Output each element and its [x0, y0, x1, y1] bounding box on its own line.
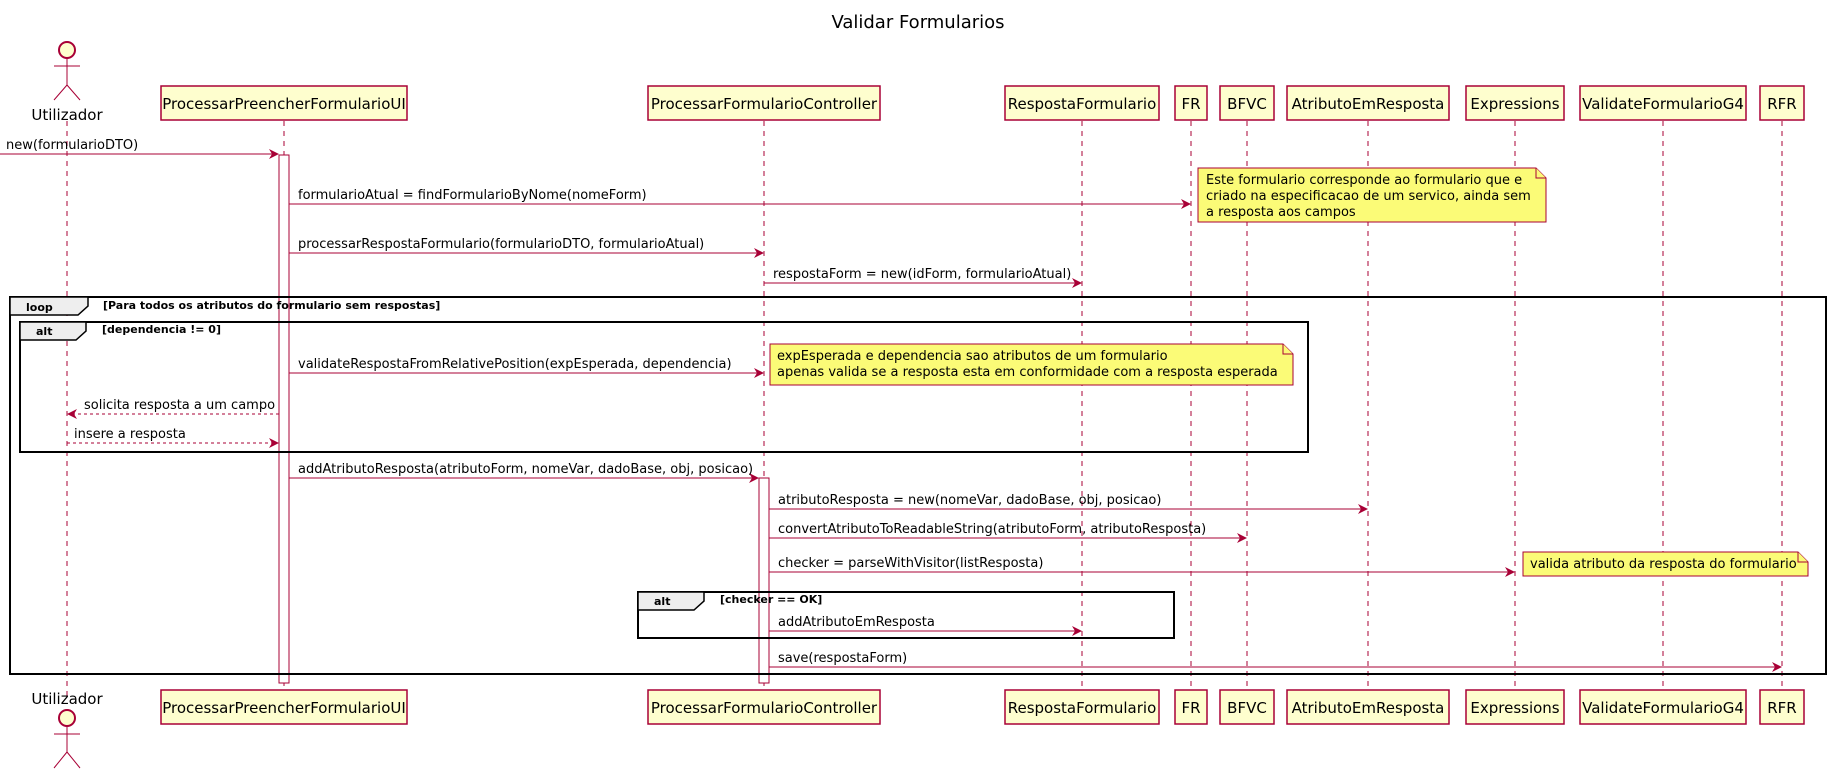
- message-validate-relative: validateRespostaFromRelativePosition(exp…: [298, 357, 732, 372]
- fragment-loop: loop [Para todos os atributos do formula…: [9, 296, 1827, 675]
- participant-box: [1004, 689, 1160, 725]
- actor-utilizador-bottom-label: Utilizador: [31, 690, 103, 708]
- participant-box: [647, 689, 881, 725]
- participant-fr-bottom: FR: [1181, 699, 1200, 717]
- participant-validateformulariog4-top: ValidateFormularioG4: [1582, 95, 1744, 113]
- participants-top: ProcessarPreencherFormularioUI Processar…: [160, 85, 1805, 121]
- activation-ui: [278, 154, 290, 684]
- participant-box: [1004, 85, 1160, 121]
- participant-controller-top: ProcessarFormularioController: [651, 95, 878, 113]
- message-solicita-resposta: solicita resposta a um campo: [84, 398, 275, 413]
- messages: new(formularioDTO) formularioAtual = fin…: [0, 138, 1782, 672]
- message-find-formulario: formularioAtual = findFormularioByNome(n…: [298, 188, 647, 203]
- participant-validateformulariog4-bottom: ValidateFormularioG4: [1582, 699, 1744, 717]
- participant-expressions-top: Expressions: [1470, 95, 1559, 113]
- note-formulario-line-2: criado na especificacao de um servico, a…: [1206, 189, 1531, 204]
- participant-respostaformulario-top: RespostaFormulario: [1008, 95, 1157, 113]
- fragment-alt-checker: alt [checker == OK]: [637, 591, 1175, 639]
- participant-rfr-top: RFR: [1767, 95, 1796, 113]
- note-valida-atributo-line-1: valida atributo da resposta do formulari…: [1530, 557, 1797, 572]
- message-insere-resposta: insere a resposta: [74, 427, 186, 442]
- note-expesperada: expEsperada e dependencia sao atributos …: [769, 343, 1294, 386]
- message-processar-resposta: processarRespostaFormulario(formularioDT…: [298, 237, 704, 252]
- participant-fr-top: FR: [1181, 95, 1200, 113]
- fragment-loop-kind: loop: [26, 301, 53, 314]
- participant-box: [1759, 85, 1805, 121]
- fragment-alt-checker-guard: [checker == OK]: [720, 593, 822, 606]
- participant-atributoemresposta-top: AtributoEmResposta: [1292, 95, 1445, 113]
- message-convert-atributo: convertAtributoToReadableString(atributo…: [778, 522, 1206, 537]
- note-expesperada-line-1: expEsperada e dependencia sao atributos …: [777, 349, 1168, 364]
- message-add-atributo-em-resposta: addAtributoEmResposta: [778, 615, 935, 630]
- note-valida-atributo: valida atributo da resposta do formulari…: [1522, 551, 1809, 577]
- participant-expressions-bottom: Expressions: [1470, 699, 1559, 717]
- participant-bfvc-top: BFVC: [1227, 95, 1267, 113]
- note-formulario-line-3: a resposta aos campos: [1206, 205, 1356, 220]
- participant-rfr-bottom: RFR: [1767, 699, 1796, 717]
- participant-box: [1174, 85, 1208, 121]
- fragment-alt-dependencia: alt [dependencia != 0]: [19, 321, 1309, 453]
- participant-box: [1465, 85, 1565, 121]
- message-new-respostaform: respostaForm = new(idForm, formularioAtu…: [773, 267, 1071, 282]
- participant-box: [647, 85, 881, 121]
- actor-stick-figure-icon: [53, 709, 81, 769]
- activation-controller: [758, 477, 770, 684]
- participant-box: [1759, 689, 1805, 725]
- participant-box: [1219, 689, 1275, 725]
- message-new-formulariodto: new(formularioDTO): [6, 138, 138, 153]
- note-formulario-line-1: Este formulario corresponde ao formulari…: [1206, 173, 1522, 188]
- message-parse-with-visitor: checker = parseWithVisitor(listResposta): [778, 556, 1043, 571]
- participant-box: [1219, 85, 1275, 121]
- participant-box: [160, 689, 408, 725]
- fragment-alt-dependencia-guard: [dependencia != 0]: [102, 323, 221, 336]
- actor-utilizador-top: Utilizador: [31, 41, 103, 124]
- message-new-atributoresposta: atributoResposta = new(nomeVar, dadoBase…: [778, 493, 1161, 508]
- note-formulario: Este formulario corresponde ao formulari…: [1197, 167, 1547, 223]
- participant-box: [1286, 689, 1450, 725]
- actor-stick-figure-icon: [53, 41, 81, 101]
- actor-utilizador-bottom: Utilizador: [31, 690, 103, 769]
- participants-bottom: ProcessarPreencherFormularioUI Processar…: [160, 689, 1805, 725]
- fragment-alt-dependencia-kind: alt: [36, 325, 52, 338]
- participant-respostaformulario-bottom: RespostaFormulario: [1008, 699, 1157, 717]
- message-save: save(respostaForm): [778, 651, 907, 666]
- participant-box: [160, 85, 408, 121]
- actor-utilizador-top-label: Utilizador: [31, 106, 103, 124]
- participant-atributoemresposta-bottom: AtributoEmResposta: [1292, 699, 1445, 717]
- participant-box: [1579, 689, 1747, 725]
- participant-box: [1174, 689, 1208, 725]
- participant-box: [1465, 689, 1565, 725]
- fragment-loop-guard: [Para todos os atributos do formulario s…: [103, 299, 440, 312]
- diagram-title: Validar Formularios: [831, 12, 1004, 33]
- participant-box: [1579, 85, 1747, 121]
- participant-box: [1286, 85, 1450, 121]
- participant-ui-top: ProcessarPreencherFormularioUI: [162, 95, 406, 113]
- participant-bfvc-bottom: BFVC: [1227, 699, 1267, 717]
- note-expesperada-line-2: apenas valida se a resposta esta em conf…: [777, 365, 1278, 380]
- fragment-alt-checker-kind: alt: [654, 595, 670, 608]
- participant-controller-bottom: ProcessarFormularioController: [651, 699, 878, 717]
- message-add-atributo-resposta: addAtributoResposta(atributoForm, nomeVa…: [298, 462, 753, 477]
- participant-ui-bottom: ProcessarPreencherFormularioUI: [162, 699, 406, 717]
